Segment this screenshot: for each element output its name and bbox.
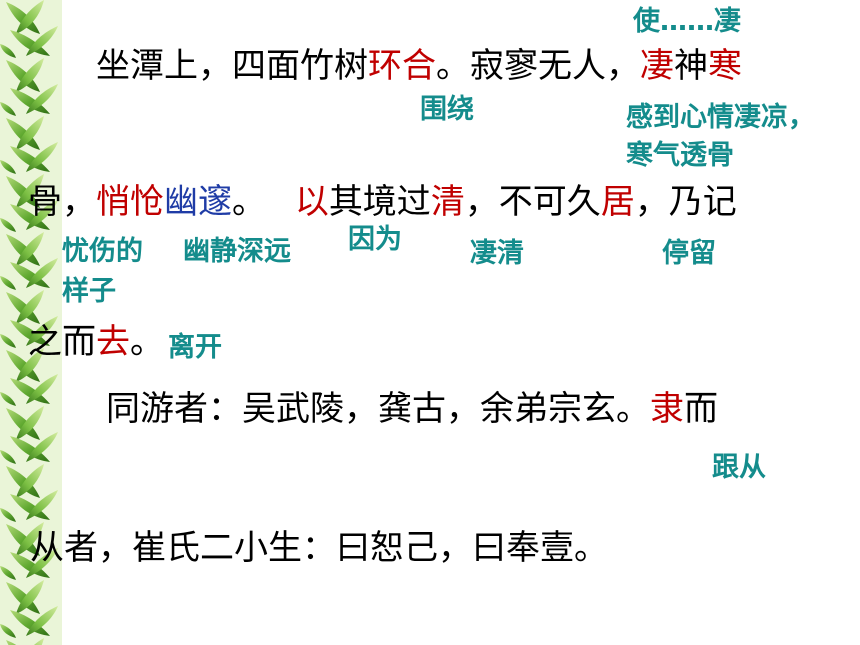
keyword-qiaochuang: 悄怆 (96, 182, 164, 222)
keyword-huanhe: 环合 (368, 46, 436, 86)
line5-plain-a: 从者，崔氏二小生：曰恕己，曰奉壹。 (30, 528, 608, 568)
line1-plain-c: 。寂寥无人， (436, 46, 640, 86)
text-line-5: 从者，崔氏二小生：曰恕己，曰奉壹。 (30, 528, 608, 568)
note-youjing: 幽静深远 (183, 236, 291, 267)
bamboo-leaf-decoration (0, 0, 62, 645)
note-gandao-2: 寒气透骨 (626, 140, 734, 171)
line2-plain-a: 骨， (28, 182, 96, 222)
note-qiqing: 凄清 (470, 238, 524, 269)
line2-plain-f: 其境过 (328, 182, 431, 222)
note-youshang-1: 忧伤的 (62, 236, 143, 267)
keyword-yi: 以 (294, 182, 329, 222)
note-likai: 离开 (168, 332, 222, 363)
text-line-1: 坐潭上，四面竹树环合。寂寥无人，凄神寒 (96, 46, 742, 86)
keyword-qing: 清 (430, 182, 465, 222)
text-line-3: 之而去。 (28, 322, 164, 362)
keyword-yousui: 幽邃 (164, 182, 232, 222)
note-shi-qi: 使……凄 (633, 6, 741, 37)
line2-plain-h: ，不可久 (464, 182, 601, 222)
note-weirao: 围绕 (420, 94, 474, 125)
text-line-4: 同游者：吴武陵，龚古，余弟宗玄。隶而 (106, 389, 718, 429)
note-tingliu: 停留 (662, 238, 716, 269)
line1-plain-a: 坐潭上，四面竹树 (96, 46, 368, 86)
keyword-han: 寒 (708, 46, 742, 86)
keyword-qi: 凄 (640, 46, 674, 86)
line2-plain-d: 。 (232, 182, 277, 222)
note-gencong: 跟从 (712, 452, 766, 483)
line4-plain-a: 同游者：吴武陵，龚古，余弟宗玄。 (106, 389, 650, 429)
keyword-qu: 去 (96, 322, 130, 362)
line3-plain-a: 之而 (28, 322, 96, 362)
line4-plain-c: 而 (684, 389, 718, 429)
line3-plain-c: 。 (130, 322, 164, 362)
note-youshang-2: 样子 (62, 276, 116, 307)
line2-plain-j: ，乃记 (634, 182, 737, 222)
keyword-li: 隶 (650, 389, 684, 429)
text-line-2: 骨，悄怆幽邃。 以其境过清，不可久居，乃记 (28, 182, 737, 222)
note-yinwei: 因为 (348, 224, 402, 255)
keyword-ju: 居 (600, 182, 635, 222)
line1-plain-e: 神 (674, 46, 708, 86)
note-gandao-1: 感到心情凄凉， (626, 102, 815, 133)
